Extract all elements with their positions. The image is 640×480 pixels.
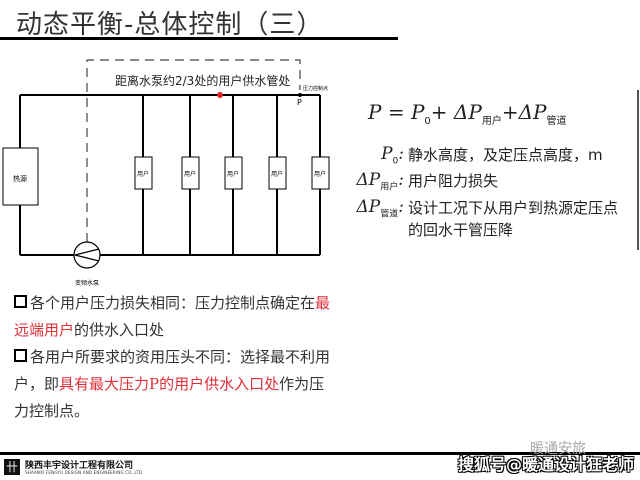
def-symbol: P bbox=[381, 144, 393, 164]
bullet-text: 的供水入口处 bbox=[74, 321, 165, 339]
company-name-en: SHAANXI FENGYU DESIGN AND ENGINEERING CO… bbox=[25, 470, 143, 475]
pump-icon bbox=[73, 241, 101, 269]
def-sub: 0 bbox=[392, 156, 399, 167]
formula-dp-user: ΔP bbox=[453, 100, 482, 124]
bullet-highlight: 具有最大压力P的用户供水入口处 bbox=[59, 375, 280, 393]
def-colon: : bbox=[398, 144, 404, 164]
user-branch-2: 用户 bbox=[181, 95, 200, 255]
slide-title: 动态平衡-总体控制（三） bbox=[16, 10, 324, 40]
def-symbol: ΔP bbox=[356, 170, 381, 191]
watermark-faint: 暖通安旅 bbox=[530, 441, 586, 457]
company-logo-icon: 卄 bbox=[4, 459, 20, 475]
heat-source-box bbox=[2, 147, 39, 206]
pump-label: 变频水泵 bbox=[75, 279, 99, 287]
formula-plus: + bbox=[430, 100, 454, 124]
bullet-list: 各个用户压力损失相同：压力控制点确定在最远端用户的供水入口处 各用户所要求的资用… bbox=[14, 290, 334, 425]
formula-p0: P bbox=[410, 100, 425, 124]
svg-text:用户: 用户 bbox=[271, 170, 283, 178]
def-colon: : bbox=[398, 196, 404, 217]
p-label: P bbox=[297, 98, 302, 107]
def-symbol: ΔP bbox=[356, 196, 381, 217]
formula-eq: = bbox=[381, 100, 411, 124]
heating-network-diagram: 热源 变频水泵 用户 用户 用户 用户 用户 距离水泵约2/3处的用户供水管处 … bbox=[2, 59, 330, 287]
title-underline bbox=[0, 37, 398, 40]
footer-rule bbox=[0, 452, 640, 455]
svg-text:用户: 用户 bbox=[227, 170, 239, 178]
def-sub: 管道 bbox=[380, 209, 399, 220]
svg-text:用户: 用户 bbox=[137, 170, 149, 178]
watermark: 搜狐号@暖通设计狂老师 bbox=[458, 455, 635, 474]
pressure-formula: P = P0+ ΔP用户+ΔP管道 bbox=[368, 100, 567, 127]
bullet-item-1: 各个用户压力损失相同：压力控制点确定在最远端用户的供水入口处 bbox=[14, 290, 334, 344]
bullet-highlight: 最远端用户 bbox=[14, 294, 331, 339]
svg-text:用户: 用户 bbox=[314, 170, 326, 178]
def-sub: 用户 bbox=[380, 182, 399, 193]
formula-dp-pipe-sub: 管道 bbox=[546, 116, 567, 127]
dashed-pressure-line bbox=[86, 59, 301, 242]
def-colon: : bbox=[398, 170, 404, 191]
definitions-list: P0: 静水高度，及定压点高度，m ΔP用户: 用户阻力损失 ΔP管道: 设计工… bbox=[350, 144, 640, 245]
definition-text: 静水高度，及定压点高度，m bbox=[408, 146, 603, 164]
bullet-item-2: 各用户所要求的资用压头不同：选择最不利用户，即具有最大压力P的用户供水入口处作为… bbox=[14, 344, 334, 425]
formula-plus: + bbox=[501, 100, 519, 124]
definition-dp-user: ΔP用户: 用户阻力损失 bbox=[350, 170, 640, 192]
definition-text: 设计工况下从用户到热源定压点的回水干管压降 bbox=[408, 198, 619, 239]
formula-p0-sub: 0 bbox=[424, 116, 431, 127]
user-branch-1: 用户 bbox=[134, 95, 153, 255]
formula-lhs: P bbox=[368, 100, 382, 124]
checkbox-square-icon bbox=[14, 349, 27, 362]
formula-dp-user-sub: 用户 bbox=[481, 116, 502, 127]
heat-source-label: 热源 bbox=[13, 174, 27, 183]
company-name: 陕西丰宇设计工程有限公司 bbox=[25, 461, 134, 471]
user-branch-5: 用户 bbox=[311, 95, 330, 255]
pressure-point-dot bbox=[298, 93, 302, 97]
user-branch-4: 用户 bbox=[268, 95, 287, 255]
bullet-text: 各用户所要求的资用压头不同：选择最不利用户，即 bbox=[14, 348, 331, 393]
red-marker-dot bbox=[217, 92, 223, 98]
definition-p0: P0: 静水高度，及定压点高度，m bbox=[350, 144, 640, 166]
annotation-text: 距离水泵约2/3处的用户供水管处 bbox=[115, 73, 290, 88]
bullet-text: 作为压力控制点。 bbox=[14, 375, 325, 420]
right-border-line bbox=[637, 90, 639, 250]
svg-text:用户: 用户 bbox=[184, 170, 196, 178]
bullet-text: 各个用户压力损失相同：压力控制点确定在 bbox=[30, 294, 316, 312]
checkbox-square-icon bbox=[14, 295, 27, 308]
user-branch-3: 用户 bbox=[224, 95, 243, 255]
pressure-control-label: 压力控制点 bbox=[303, 85, 328, 92]
definition-text: 用户阻力损失 bbox=[408, 172, 499, 191]
formula-dp-pipe: ΔP bbox=[518, 100, 547, 124]
definition-dp-pipe: ΔP管道: 设计工况下从用户到热源定压点的回水干管压降 bbox=[350, 197, 640, 241]
